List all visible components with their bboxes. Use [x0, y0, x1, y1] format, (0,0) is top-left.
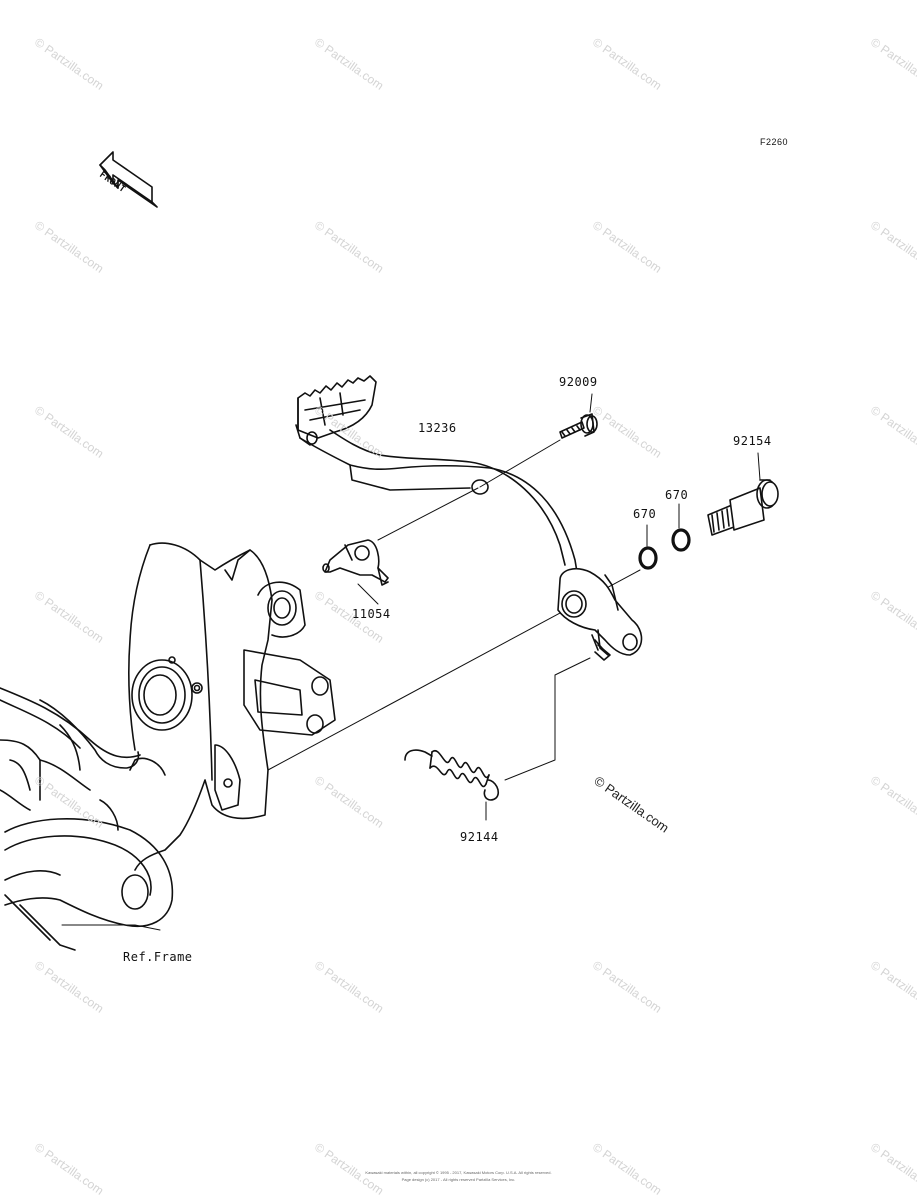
clip-11054	[322, 539, 389, 586]
brake-pedal	[295, 375, 643, 661]
pivot-shaft-92154	[707, 479, 779, 536]
o-ring-670-b	[671, 528, 691, 552]
part-label-13236: 13236	[418, 421, 457, 435]
leader-ref-frame	[61, 924, 161, 931]
part-label-670-a: 670	[633, 507, 657, 521]
bolt-92009	[559, 413, 598, 439]
diagram-code: F2260	[760, 137, 789, 147]
part-label-11054: 11054	[352, 607, 391, 621]
o-ring-670-a	[638, 546, 658, 570]
part-label-92144: 92144	[460, 830, 499, 844]
spring-92144	[404, 749, 500, 801]
part-label-92154: 92154	[733, 434, 772, 448]
leader-clip-line	[377, 487, 479, 541]
leader-bolt-line	[479, 439, 561, 488]
part-label-670-b: 670	[665, 488, 689, 502]
leader-11054	[357, 583, 379, 605]
leader-92154	[757, 452, 761, 481]
front-arrow-icon	[99, 151, 158, 208]
leader-92009	[589, 393, 593, 413]
ref-frame-label: Ref.Frame	[123, 950, 193, 964]
frame-outline	[0, 542, 336, 951]
leader-spring-line	[504, 657, 591, 781]
footer-design: Page design (c) 2017 - All rights reserv…	[401, 1177, 516, 1182]
footer-copyright: Kawasaki materials within, all copyright…	[365, 1170, 552, 1175]
part-label-92009: 92009	[559, 375, 598, 389]
